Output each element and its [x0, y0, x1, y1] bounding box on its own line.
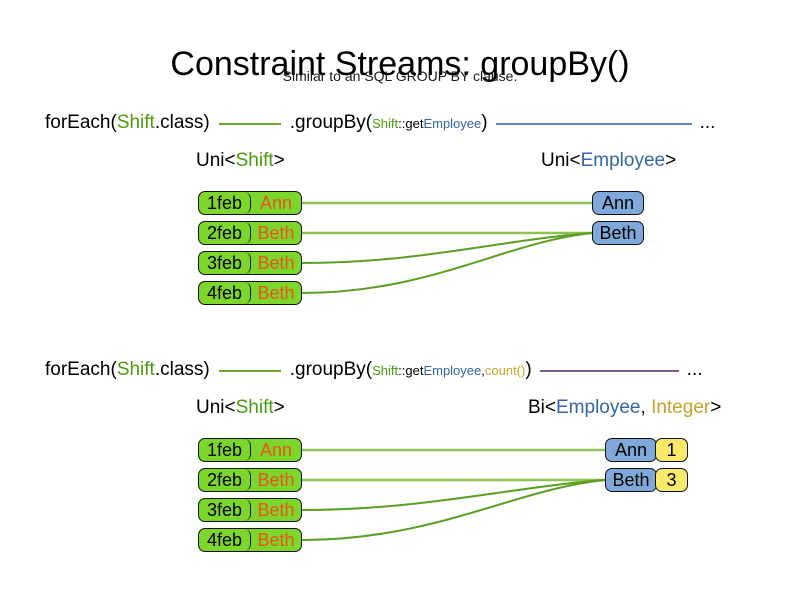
type-prefix: Uni< [196, 150, 236, 171]
employee-name: Ann [605, 438, 657, 462]
for-each-type: Shift [116, 112, 155, 133]
green-connector-line [218, 123, 281, 125]
for-each-open: forEach( [45, 359, 117, 380]
left-fact-list-1: 1feb Ann 2feb Beth 3feb Beth 4feb Beth [198, 191, 302, 311]
employee-fact-row[interactable]: Beth [592, 221, 644, 245]
employee-name: Beth [605, 468, 657, 492]
right-stream-type-2: Bi<Employee, Integer> [528, 397, 721, 419]
type-generic-a: Employee [556, 397, 641, 418]
shift-fact-row[interactable]: 2feb Beth [198, 468, 302, 492]
link-4feb-beth [301, 479, 606, 541]
collector-separator: , [481, 362, 485, 378]
group-by-open: .groupBy( [289, 112, 373, 133]
group-by-close: ) [525, 359, 532, 380]
code-line-1: forEach(Shift.class) .groupBy(Shift::get… [45, 108, 765, 138]
shift-date: 1feb [199, 439, 251, 461]
left-stream-type-1: Uni<Shift> [196, 150, 285, 172]
page-title: Constraint Streams: groupBy() [170, 44, 630, 83]
group-by-close: ) [481, 112, 488, 133]
for-each-close: .class) [154, 359, 210, 380]
green-connector-line [218, 370, 281, 372]
type-generic-separator: , [640, 397, 652, 418]
employee-count: 1 [655, 438, 688, 462]
employee-count-row[interactable]: Ann 1 [605, 438, 688, 462]
shift-employee: Ann [259, 193, 293, 213]
mapper-type: Shift [372, 115, 399, 131]
employee-count: 3 [655, 468, 688, 492]
shift-fact-row[interactable]: 1feb Ann [198, 191, 302, 215]
collector-count: count() [484, 362, 526, 378]
group-by-open: .groupBy( [289, 359, 373, 380]
for-each-type: Shift [116, 359, 155, 380]
mapper-separator: ::get [398, 115, 424, 131]
type-suffix: > [710, 397, 722, 418]
code-line-2: forEach(Shift.class) .groupBy(Shift::get… [45, 355, 765, 385]
shift-employee: Ann [259, 440, 293, 460]
page-subtitle: Similar to an SQL GROUP BY clause. [282, 68, 518, 84]
mapping-lines-2 [301, 448, 606, 541]
type-prefix: Uni< [541, 150, 581, 171]
employee-count-row[interactable]: Beth 3 [605, 468, 688, 492]
type-suffix: > [273, 397, 285, 418]
link-3feb-beth [301, 232, 593, 264]
shift-date: 2feb [199, 222, 251, 244]
type-prefix: Bi< [528, 397, 556, 418]
shift-employee: Beth [257, 500, 295, 520]
right-fact-list-2: Ann 1 Beth 3 [605, 438, 688, 498]
link-4feb-beth [301, 232, 593, 294]
right-stream-type-1: Uni<Employee> [541, 150, 676, 172]
shift-date: 3feb [199, 252, 251, 274]
left-stream-type-2: Uni<Shift> [196, 397, 285, 419]
shift-date: 4feb [199, 529, 251, 551]
shift-fact-row[interactable]: 1feb Ann [198, 438, 302, 462]
type-generic-a: Employee [580, 150, 666, 171]
type-prefix: Uni< [196, 397, 236, 418]
type-suffix: > [273, 150, 285, 171]
mapper-separator: ::get [398, 362, 424, 378]
shift-fact-row[interactable]: 3feb Beth [198, 251, 302, 275]
type-generic: Shift [235, 397, 274, 418]
for-each-close: .class) [154, 112, 210, 133]
type-generic-b: Integer [651, 397, 711, 418]
shift-date: 3feb [199, 499, 251, 521]
shift-employee: Beth [257, 223, 295, 243]
mapper-property: Employee [423, 115, 482, 131]
shift-date: 2feb [199, 469, 251, 491]
employee-name: Ann [601, 193, 635, 213]
blue-connector-line [495, 123, 692, 125]
mapper-type: Shift [372, 362, 399, 378]
shift-employee: Beth [257, 470, 295, 490]
shift-date: 1feb [199, 192, 251, 214]
shift-employee: Beth [257, 530, 295, 550]
type-suffix: > [665, 150, 677, 171]
shift-employee: Beth [257, 283, 295, 303]
employee-name: Beth [599, 223, 637, 243]
mapping-diagram-1: 1feb Ann 2feb Beth 3feb Beth 4feb Beth A… [0, 182, 800, 322]
right-fact-list-1: Ann Beth [592, 191, 644, 251]
shift-date: 4feb [199, 282, 251, 304]
shift-fact-row[interactable]: 4feb Beth [198, 281, 302, 305]
mapping-lines-1 [301, 201, 593, 294]
shift-fact-row[interactable]: 3feb Beth [198, 498, 302, 522]
employee-fact-row[interactable]: Ann [592, 191, 644, 215]
purple-connector-line [539, 370, 679, 372]
stream-ellipsis: ... [686, 359, 703, 380]
mapping-diagram-2: 1feb Ann 2feb Beth 3feb Beth 4feb Beth A… [0, 429, 800, 569]
shift-fact-row[interactable]: 2feb Beth [198, 221, 302, 245]
stream-ellipsis: ... [699, 112, 716, 133]
shift-fact-row[interactable]: 4feb Beth [198, 528, 302, 552]
type-generic: Shift [235, 150, 274, 171]
shift-employee: Beth [257, 253, 295, 273]
left-fact-list-2: 1feb Ann 2feb Beth 3feb Beth 4feb Beth [198, 438, 302, 558]
link-3feb-beth [301, 479, 606, 511]
mapper-property: Employee [423, 362, 482, 378]
for-each-open: forEach( [45, 112, 117, 133]
